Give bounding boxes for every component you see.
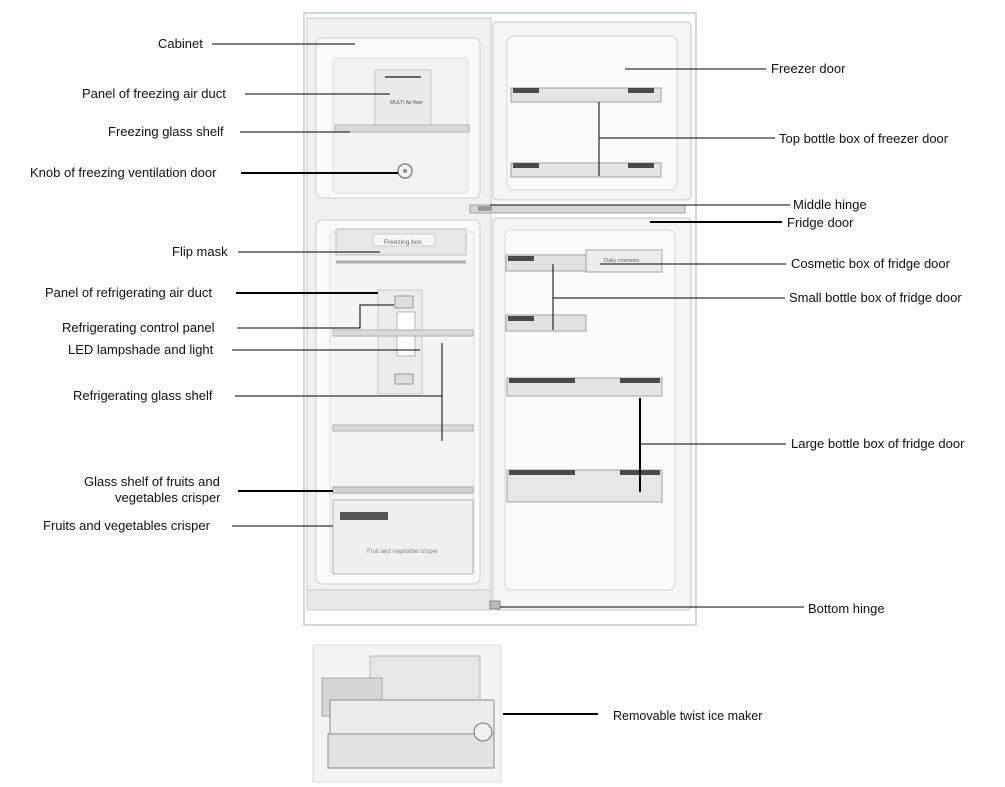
multi-air-flow-text: MULTI Air flow xyxy=(390,100,423,106)
daily-cosmetic-text: Daily cosmetic xyxy=(604,258,640,264)
refrig-shelf-2 xyxy=(332,424,474,432)
label-glass-shelf-crisper-1: Glass shelf of fruits and xyxy=(84,474,220,489)
freezing-shelf xyxy=(334,124,470,133)
large-bottle-box-lower xyxy=(506,469,663,503)
label-middle-hinge: Middle hinge xyxy=(793,197,867,212)
top-bottle-box-upper xyxy=(510,87,662,103)
crisper-text: Fruit and vegetable crisper xyxy=(367,549,438,555)
fridge-door: Daily cosmetic xyxy=(492,217,692,611)
label-freezing-glass-shelf: Freezing glass shelf xyxy=(108,124,224,139)
label-ice-maker: Removable twist ice maker xyxy=(613,709,763,723)
ice-tray-upper xyxy=(329,699,495,735)
label-large-bottle-box: Large bottle box of fridge door xyxy=(791,436,965,451)
label-knob-freezing-vent: Knob of freezing ventilation door xyxy=(30,165,217,180)
control-panel xyxy=(394,295,414,309)
label-freezer-door: Freezer door xyxy=(771,61,846,76)
label-glass-shelf-crisper-2: vegetables crisper xyxy=(115,490,221,505)
label-refrig-control-panel: Refrigerating control panel xyxy=(62,320,215,335)
leader-control-panel xyxy=(237,304,394,329)
freezing-box-text: Freezing box xyxy=(384,239,422,246)
fridge-cabinet: MULTI Air flow Freezing box Fruit and ve… xyxy=(306,17,492,611)
crisper-glass-shelf xyxy=(332,486,474,494)
label-small-bottle-box: Small bottle box of fridge door xyxy=(789,290,962,305)
label-top-bottle-box: Top bottle box of freezer door xyxy=(779,131,949,146)
crisper-drawer xyxy=(332,499,474,575)
label-led-lampshade: LED lampshade and light xyxy=(68,342,214,357)
ice-tray-lower xyxy=(327,733,495,769)
freezer-door xyxy=(492,21,692,201)
refrig-shelf-1 xyxy=(332,329,474,337)
label-cosmetic-box: Cosmetic box of fridge door xyxy=(791,256,950,271)
label-panel-refrig-duct: Panel of refrigerating air duct xyxy=(45,285,212,300)
twist-knob-icon xyxy=(473,722,493,742)
bottom-hinge-part xyxy=(489,600,501,610)
label-crisper: Fruits and vegetables crisper xyxy=(43,518,210,533)
label-cabinet: Cabinet xyxy=(158,36,203,51)
label-refrig-glass-shelf: Refrigerating glass shelf xyxy=(73,388,213,403)
label-flip-mask: Flip mask xyxy=(172,244,228,259)
ice-maker-photo xyxy=(312,644,502,783)
label-bottom-hinge: Bottom hinge xyxy=(808,601,885,616)
top-bottle-box-lower xyxy=(510,162,662,178)
label-fridge-door: Fridge door xyxy=(787,215,854,230)
label-panel-freezing-duct: Panel of freezing air duct xyxy=(82,86,226,101)
freezing-air-duct-panel xyxy=(374,69,432,127)
middle-hinge-plate xyxy=(469,204,686,214)
